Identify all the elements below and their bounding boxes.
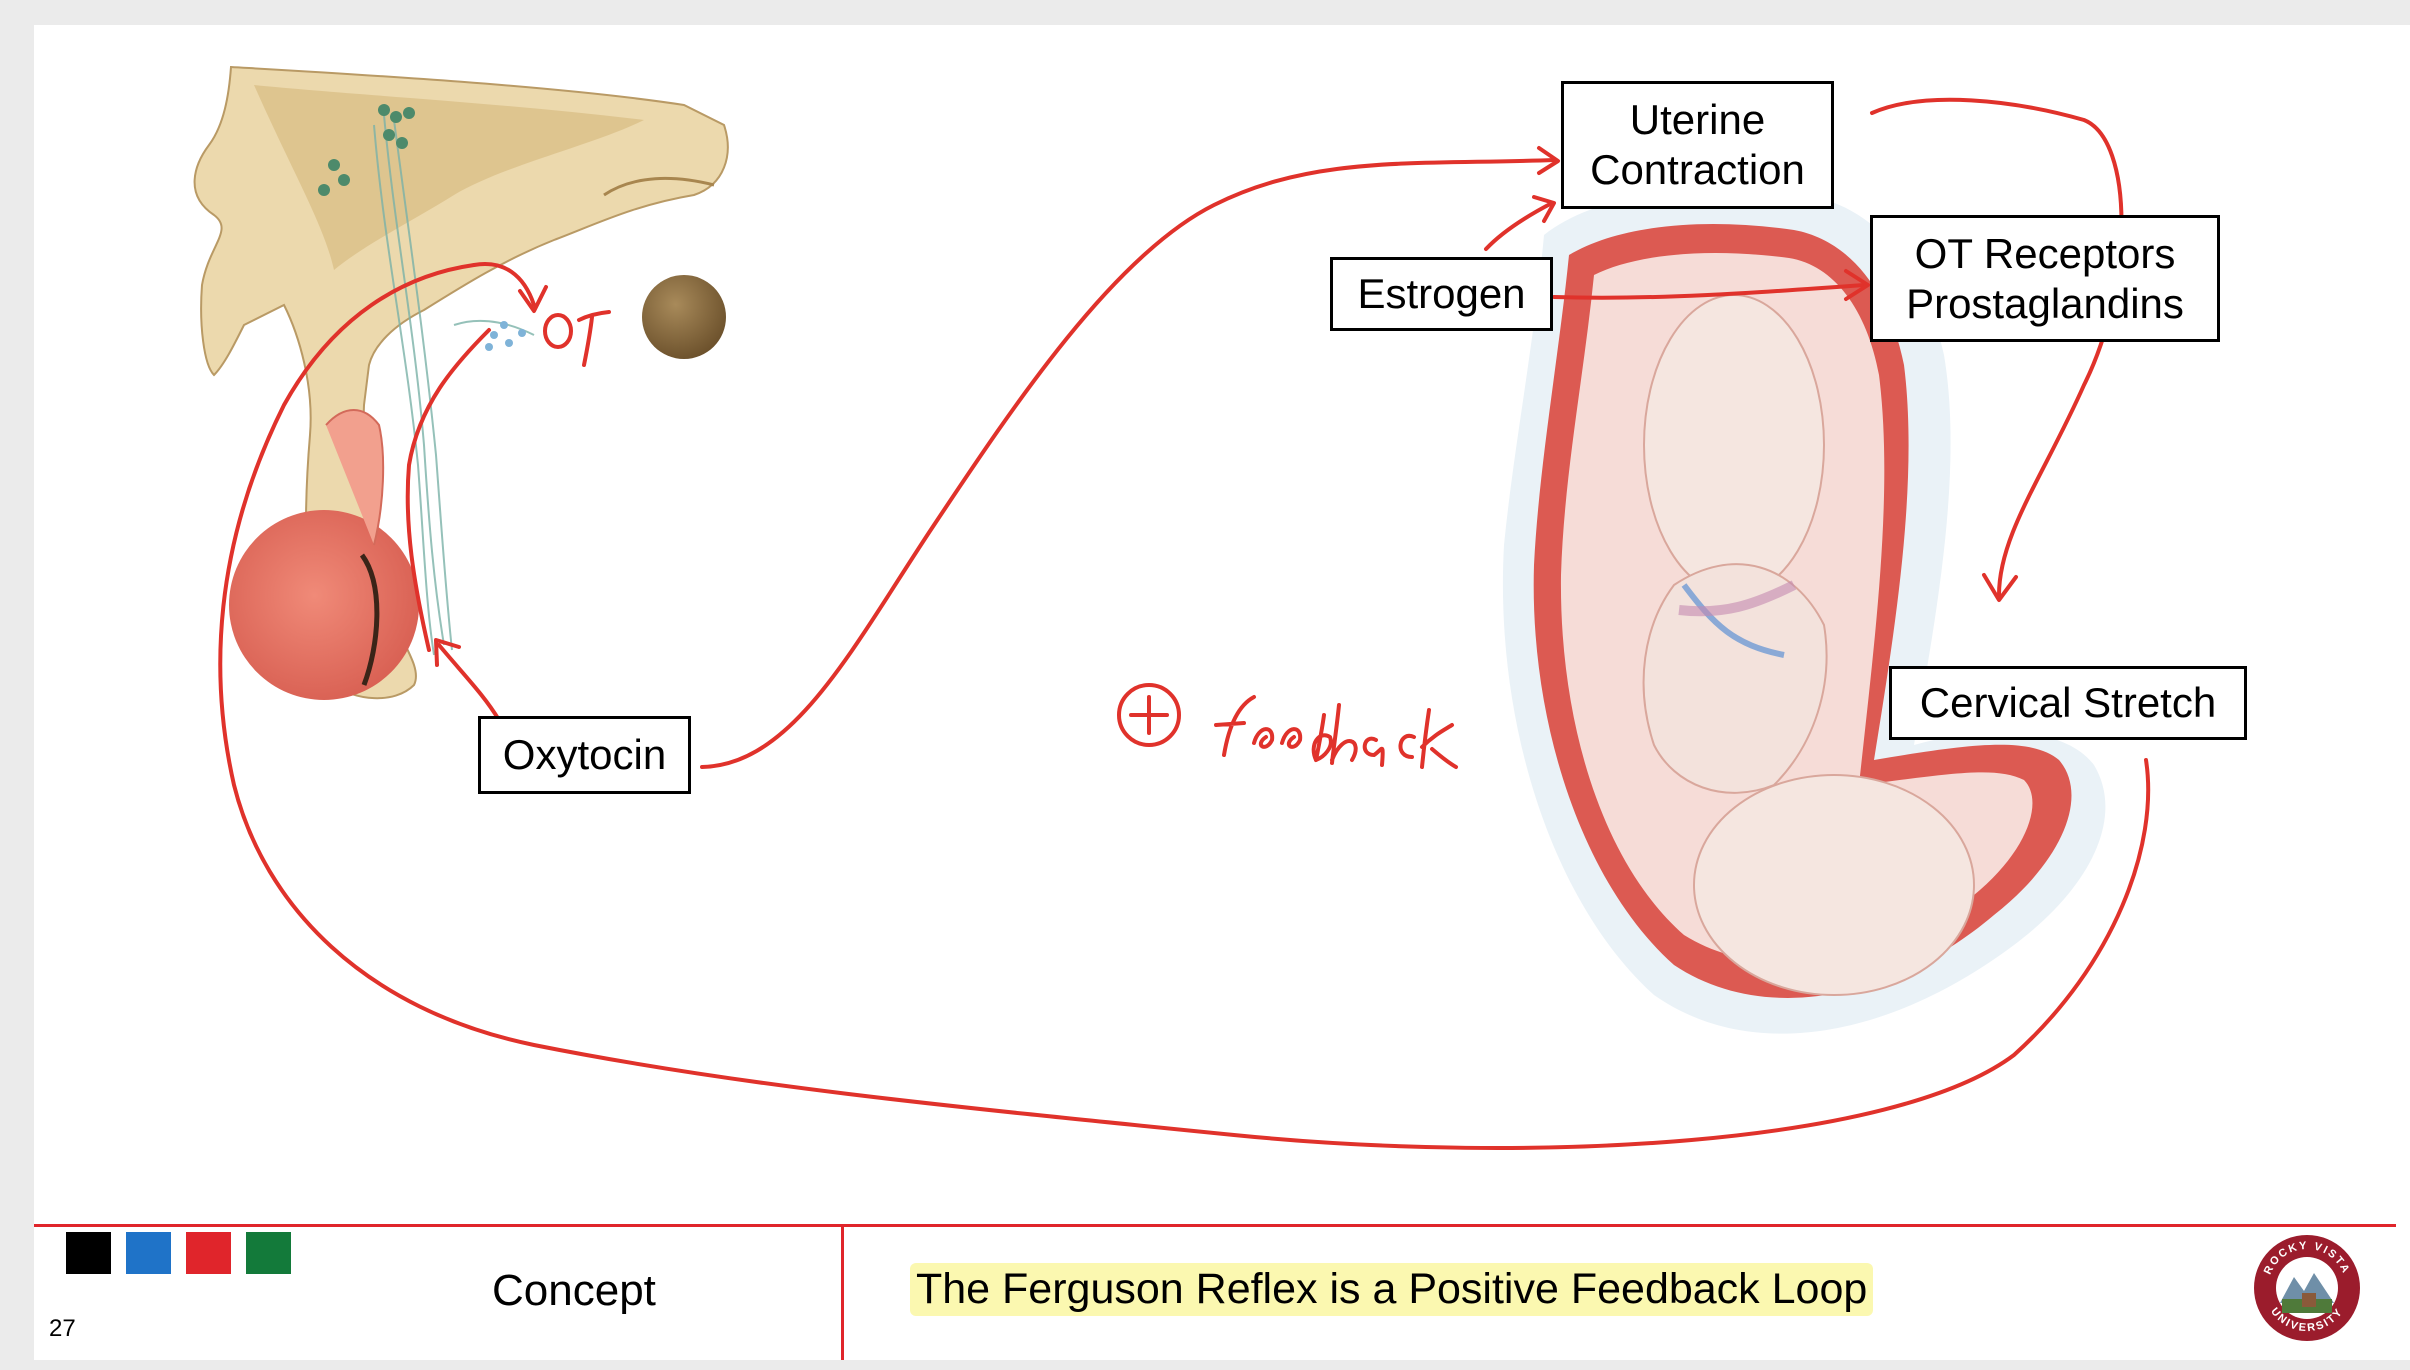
- estrogen-label: Estrogen: [1357, 270, 1526, 317]
- feedback-handwritten-mark: [1214, 695, 1458, 769]
- arrow-oxytocin-to-contraction: [700, 158, 1556, 769]
- uterine-contraction-line2: Contraction: [1590, 146, 1805, 193]
- oxytocin-label: Oxytocin: [502, 731, 667, 778]
- slide: Oxytocin Uterine Contraction Estrogen OT…: [34, 25, 2410, 1360]
- arrow-oxytocin-pointer: [437, 643, 501, 722]
- arrowhead-oxytocin-pointer: [434, 638, 461, 667]
- section-label: Concept: [492, 1266, 656, 1315]
- cervical-stretch-label: Cervical Stretch: [1919, 679, 2217, 726]
- page-number: 27: [49, 1315, 76, 1342]
- footer-rule: [34, 1224, 2396, 1227]
- arrowhead-estrogen-contraction: [1532, 195, 1556, 223]
- estrogen-label-box: Estrogen: [1330, 257, 1553, 331]
- color-swatch-red: [186, 1232, 231, 1274]
- arrow-into-hypothalamus: [472, 262, 536, 307]
- oxytocin-label-box: Oxytocin: [478, 716, 691, 794]
- arrow-cervical-to-hypothalamus: [218, 263, 2151, 1150]
- arrowhead-hypothalamus: [518, 285, 548, 313]
- arrowhead-contraction: [1537, 146, 1560, 175]
- footer-divider: [841, 1226, 844, 1360]
- university-logo: ROCKY VISTA UNIVERSITY: [2254, 1235, 2360, 1341]
- diagram-artwork: [193, 65, 2151, 1150]
- ot-receptors-line2: Prostaglandins: [1906, 279, 2184, 327]
- fetus-in-uterus-illustration: [1502, 189, 2106, 1034]
- ot-receptors-line1: OT Receptors: [1914, 229, 2176, 277]
- arrowhead-receptors: [1844, 269, 1870, 301]
- arrow-estrogen-to-receptors: [1552, 283, 1866, 300]
- uterine-contraction-line1: Uterine: [1629, 96, 1766, 143]
- cervical-stretch-label-box: Cervical Stretch: [1889, 666, 2247, 740]
- ot-receptors-label-box: OT Receptors Prostaglandins: [1870, 215, 2220, 342]
- plus-circle-mark: [1117, 683, 1181, 747]
- color-swatch-blue: [126, 1232, 171, 1274]
- color-swatch-black: [66, 1232, 111, 1274]
- ot-handwritten-mark: [543, 310, 611, 367]
- arrowhead-cervical: [1982, 573, 2018, 602]
- arrow-estrogen-to-contraction: [1484, 201, 1554, 251]
- uterine-contraction-label-box: Uterine Contraction: [1561, 81, 1834, 209]
- slide-title: The Ferguson Reflex is a Positive Feedba…: [910, 1263, 1874, 1316]
- hypothalamus-pituitary-illustration: [193, 65, 729, 700]
- arrow-down-stalk: [405, 328, 491, 652]
- color-swatch-green: [246, 1232, 291, 1274]
